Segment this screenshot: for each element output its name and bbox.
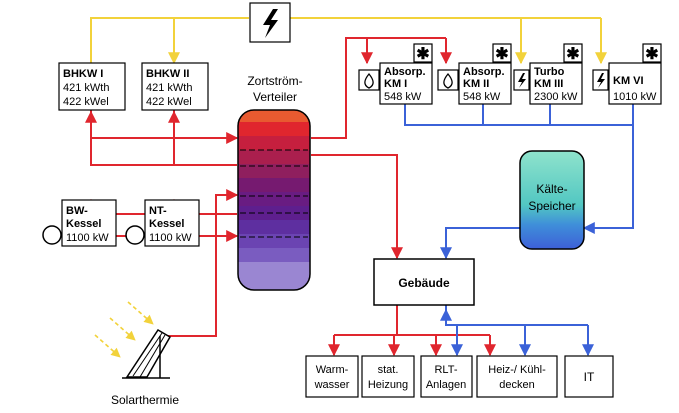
km-3-name1: Turbo (534, 66, 565, 78)
heizung-label-2: Heizung (368, 379, 408, 391)
storage-label-2: Verteiler (253, 90, 297, 104)
consumer-it: IT (564, 355, 614, 398)
zortstroem-verteiler: Zortström- Verteiler (237, 74, 311, 291)
consumer-heizung: stat. Heizung (361, 355, 415, 398)
snowflake-icon: ✱ (416, 46, 429, 63)
heizkuehl-label-1: Heiz-/ Kühl- (488, 364, 546, 376)
it-label: IT (584, 370, 595, 384)
bhkw-1-name: BHKW I (63, 68, 103, 80)
solarthermie: Solarthermie (94, 301, 179, 407)
bw-kessel-power: 1100 kW (66, 232, 109, 244)
snowflake-icon: ✱ (645, 46, 658, 63)
consumer-heiz-kuehldecken: Heiz-/ Kühl- decken (476, 355, 558, 398)
nt-kessel-name2: Kessel (149, 218, 184, 230)
solar-panel-icon (122, 328, 172, 379)
consumer-rlt: RLT- Anlagen (420, 355, 473, 398)
warmwasser-label-2: wasser (314, 379, 350, 391)
bhkw-2-thermal: 421 kWth (146, 82, 192, 94)
flame-icon (364, 72, 374, 89)
flame-icon (443, 72, 453, 89)
solar-label: Solarthermie (111, 393, 179, 407)
heizung-label-1: stat. (378, 364, 399, 376)
km-1-box: Absorp. KM I 548 kW ✱ (358, 43, 433, 105)
bw-kessel-name1: BW- (66, 205, 88, 217)
cold-storage-label-1: Kälte- (536, 182, 567, 196)
km-2-name2: KM II (463, 78, 489, 90)
burner-icon (125, 225, 145, 245)
km-6-box: KM VI 1010 kW ✱ (592, 43, 662, 105)
snowflake-icon: ✱ (566, 46, 579, 63)
km-6-name: KM VI (613, 75, 644, 87)
storage-label-1: Zortström- (247, 74, 302, 88)
bw-kessel-box: BW- Kessel 1100 kW (42, 199, 117, 247)
km-2-box: Absorp. KM II 548 kW ✱ (437, 43, 512, 105)
km-1-name1: Absorp. (384, 66, 426, 78)
bhkw-1-electric: 422 kWel (63, 96, 109, 108)
sun-rays-icon (94, 301, 154, 358)
km-3-box: Turbo KM III 2300 kW ✱ (513, 43, 583, 105)
lightning-icon (263, 9, 278, 38)
kaelte-speicher: Kälte- Speicher (519, 150, 585, 250)
nt-kessel-name1: NT- (149, 205, 167, 217)
km-2-name1: Absorp. (463, 66, 505, 78)
building-label: Gebäude (398, 276, 450, 290)
bhkw-2-box: BHKW II 421 kWth 422 kWel (141, 62, 209, 111)
km-1-name2: KM I (384, 78, 407, 90)
km-2-power: 548 kW (463, 91, 501, 103)
bhkw-1-thermal: 421 kWth (63, 82, 109, 94)
power-grid-box (249, 2, 291, 43)
rlt-label-2: Anlagen (426, 379, 466, 391)
nt-kessel-box: NT- Kessel 1100 kW (125, 199, 200, 247)
rlt-label-1: RLT- (434, 364, 457, 376)
km-6-power: 1010 kW (613, 91, 657, 103)
cold-storage-label-2: Speicher (528, 199, 575, 213)
gebaeude-box: Gebäude (373, 258, 475, 306)
nt-kessel-power: 1100 kW (149, 232, 192, 244)
heizkuehl-label-2: decken (499, 379, 534, 391)
km-3-power: 2300 kW (534, 91, 578, 103)
warmwasser-label-1: Warm- (316, 364, 349, 376)
consumer-warmwasser: Warm- wasser (305, 355, 359, 398)
km-3-name2: KM III (534, 78, 563, 90)
bhkw-2-electric: 422 kWel (146, 96, 192, 108)
bhkw-1-box: BHKW I 421 kWth 422 kWel (58, 62, 126, 111)
lightning-icon (518, 73, 526, 88)
burner-icon (42, 225, 62, 245)
cold-lines (404, 104, 634, 357)
bhkw-2-name: BHKW II (146, 68, 189, 80)
snowflake-icon: ✱ (495, 46, 508, 63)
km-1-power: 548 kW (384, 91, 422, 103)
bw-kessel-name2: Kessel (66, 218, 101, 230)
lightning-icon (597, 73, 605, 88)
